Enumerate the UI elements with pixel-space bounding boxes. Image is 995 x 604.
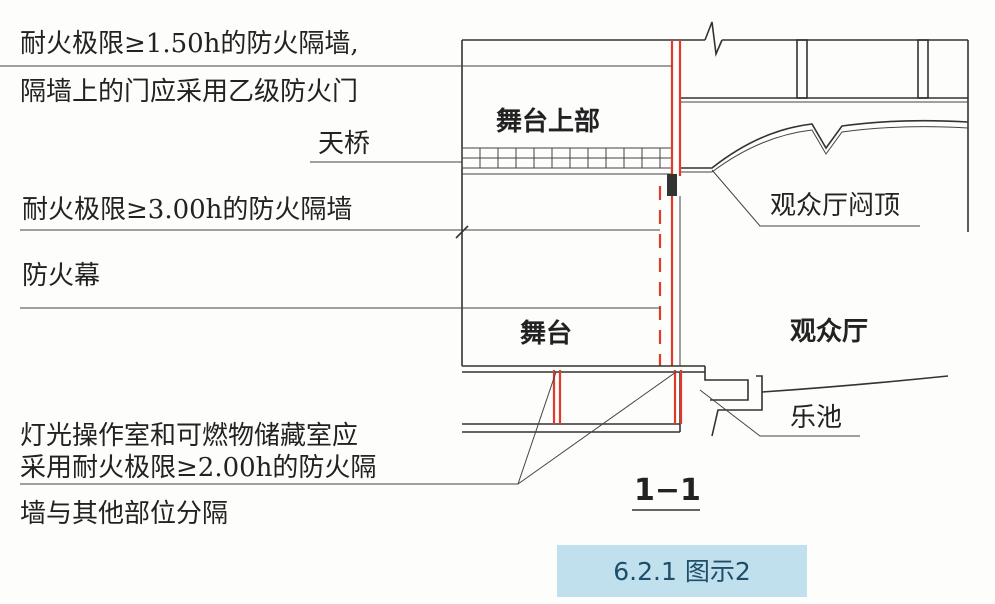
- label-auditorium: 观众厅: [790, 317, 868, 347]
- label-bridge: 天桥: [318, 129, 370, 159]
- label-stage-upper: 舞台上部: [496, 106, 600, 137]
- label-wall-150-line2: 隔墙上的门应采用乙级防火门: [20, 77, 358, 107]
- auditorium-floor: [761, 375, 949, 393]
- label-pit: 乐池: [790, 403, 842, 433]
- leader-note-right: [517, 371, 677, 485]
- label-stage: 舞台: [520, 318, 572, 349]
- label-wall-300: 耐火极限≥3.00h的防火隔墙: [22, 195, 352, 225]
- pit-outline: [711, 375, 763, 437]
- curtain-box: [667, 174, 677, 196]
- label-note-line3: 墙与其他部位分隔: [20, 499, 228, 529]
- section-mark: 1−1: [634, 473, 701, 508]
- label-note-line1: 灯光操作室和可燃物储藏室应: [20, 421, 358, 451]
- caption-text: 6.2.1 图示2: [613, 557, 750, 586]
- roof-post-1: [796, 39, 808, 99]
- leader-ceiling: [711, 169, 920, 227]
- ceiling-curve-inner: [680, 126, 969, 173]
- break-symbol-left: [455, 225, 469, 239]
- bridge-grid: [461, 147, 673, 169]
- ceiling-curve: [680, 119, 969, 169]
- roof-post-2: [917, 39, 929, 99]
- label-wall-150-line1: 耐火极限≥1.50h的防火隔墙,: [20, 29, 359, 59]
- label-curtain: 防火幕: [22, 261, 100, 291]
- break-symbol-top: [704, 21, 723, 58]
- label-ceiling: 观众厅闷顶: [770, 191, 900, 221]
- label-note-line2: 采用耐火极限≥2.00h的防火隔: [20, 453, 376, 483]
- leader-pit: [699, 389, 860, 437]
- caption-box: [557, 545, 807, 597]
- pit-front: [704, 372, 749, 401]
